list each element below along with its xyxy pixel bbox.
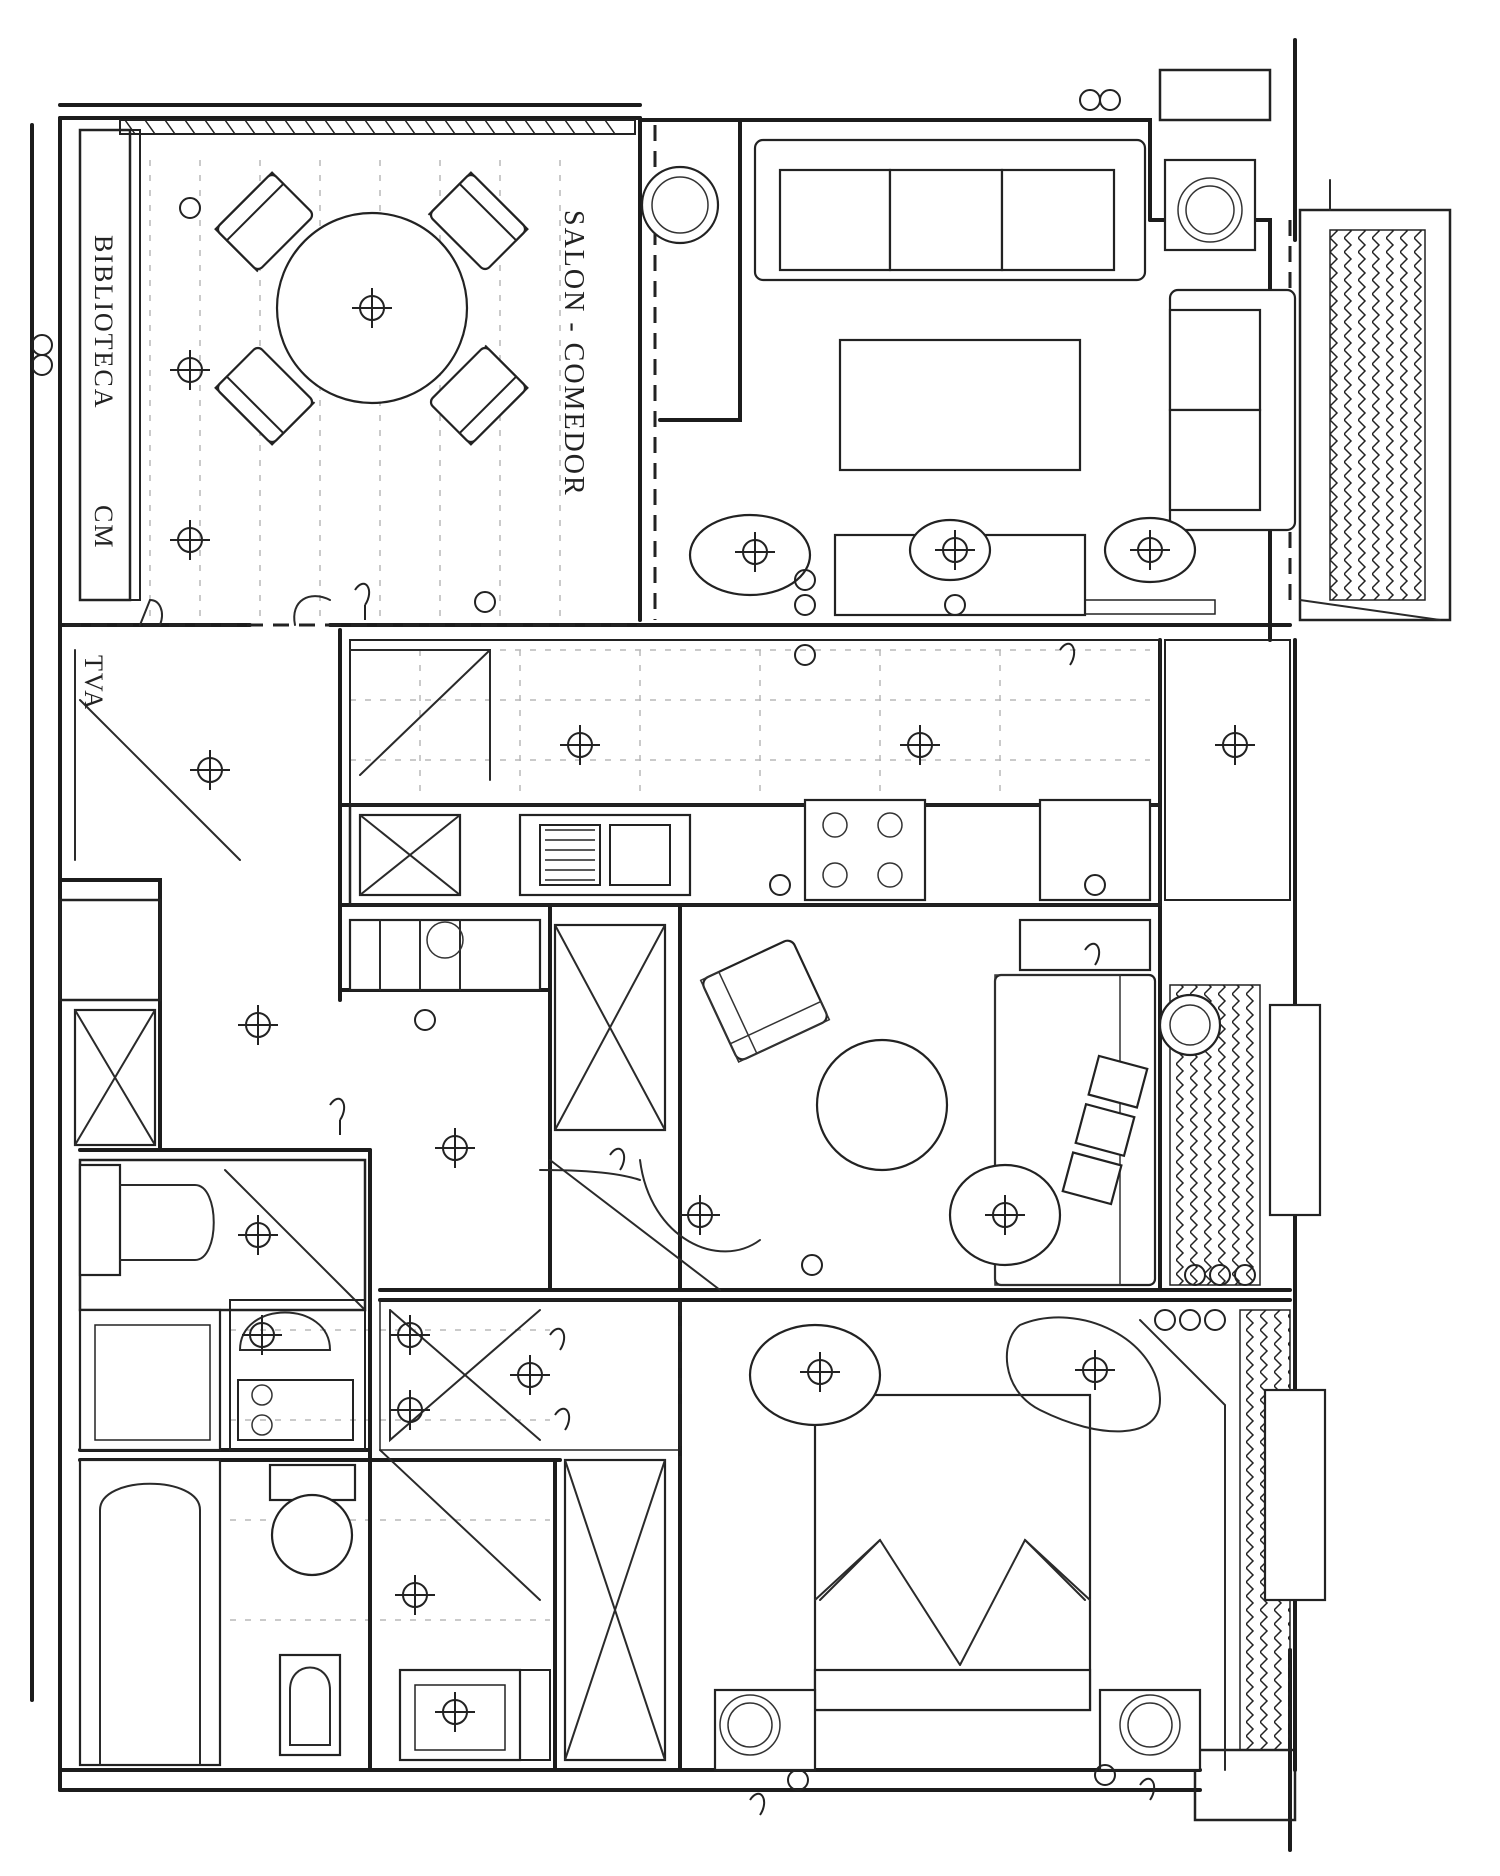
second-bedroom-furniture <box>549 918 1322 1291</box>
switches <box>329 582 1156 1816</box>
bookshelf <box>78 128 141 602</box>
living-room-furniture <box>688 138 1297 617</box>
cm-label: CM <box>89 505 118 549</box>
dining-window <box>119 119 636 135</box>
outlets <box>31 89 1256 1791</box>
bathroom-1 <box>78 1158 367 1452</box>
inner-hall <box>379 1299 681 1451</box>
room-labels: SALON - COMEDOR BIBLIOTECA CM TVA <box>79 210 589 711</box>
master-bedroom-furniture <box>713 1309 1327 1772</box>
entry-hall <box>58 649 241 1147</box>
dining-set <box>214 171 529 446</box>
doors <box>139 595 641 1181</box>
kitchen <box>348 639 1291 907</box>
lamps <box>640 158 1257 252</box>
biblioteca-label: BIBLIOTECA <box>89 235 118 410</box>
wardrobes <box>553 923 667 1762</box>
tv-label: TVA <box>79 655 108 711</box>
salon-comedor-label: SALON - COMEDOR <box>558 210 589 497</box>
bathroom-2 <box>78 1449 551 1767</box>
laundry-closet <box>348 918 542 992</box>
balcony <box>1298 179 1452 622</box>
